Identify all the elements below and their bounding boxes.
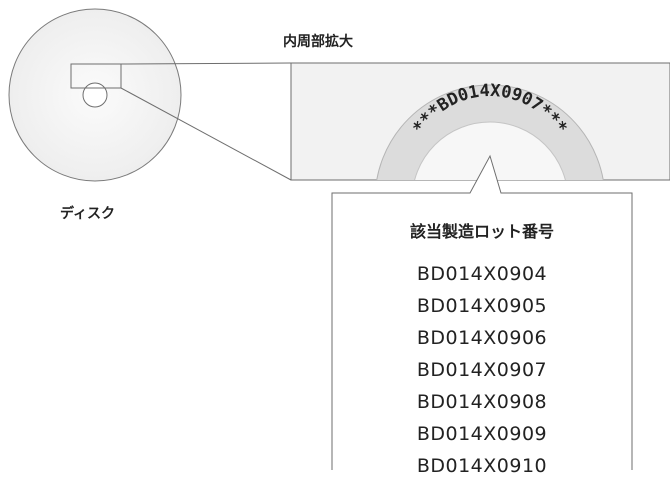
- lot-item: BD014X0908: [416, 391, 548, 413]
- disc-hole: [82, 82, 108, 108]
- disc-label: ディスク: [60, 206, 116, 222]
- zoom-source-box: [70, 63, 122, 89]
- zoom-connectors: [120, 62, 292, 181]
- lot-panel-title: 該当製造ロット番号: [409, 222, 554, 241]
- zoom-inner: [414, 121, 566, 180]
- lot-item: BD014X0904: [416, 263, 548, 285]
- connector-top: [120, 62, 292, 65]
- lot-item: BD014X0905: [416, 295, 548, 317]
- lot-item: BD014X0909: [416, 423, 548, 445]
- lot-callout: [331, 154, 633, 470]
- lot-item: BD014X0907: [416, 359, 548, 381]
- lot-item: BD014X0910: [416, 455, 548, 477]
- connector-bottom: [120, 87, 292, 181]
- lot-item: BD014X0906: [416, 327, 548, 349]
- zoom-label: 内周部拡大: [283, 34, 353, 50]
- disc: [8, 8, 182, 182]
- zoom-panel: ***BD014X0907***: [290, 62, 670, 181]
